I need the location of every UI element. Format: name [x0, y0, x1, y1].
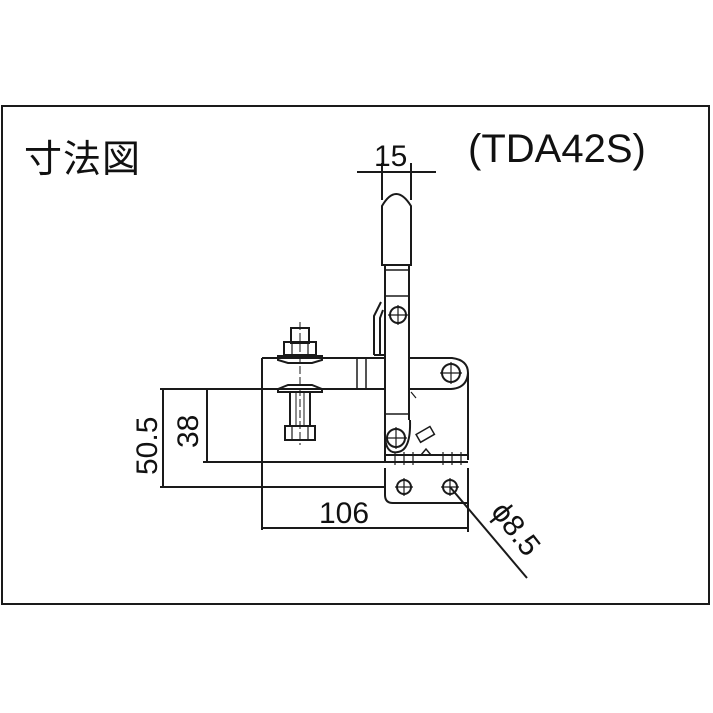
model-number: (TDA42S) — [468, 127, 646, 171]
dimension-heights: 50.5 38 — [131, 388, 385, 488]
dimension-label-38: 38 — [172, 415, 205, 448]
clamp-arm — [250, 357, 470, 530]
spindle-bolt — [277, 322, 323, 445]
drawing-frame — [1, 105, 710, 605]
base-plate — [384, 425, 469, 504]
dimension-label-50-5: 50.5 — [131, 417, 164, 475]
dimension-handle-width: 15 — [357, 140, 436, 200]
dimension-label-15: 15 — [374, 140, 407, 173]
handle — [373, 193, 412, 455]
dimension-label-diameter: ϕ8.5 — [484, 496, 546, 562]
dimension-hole-diameter: ϕ8.5 — [449, 486, 547, 579]
drawing-title: 寸法図 — [24, 137, 142, 181]
dimension-label-106: 106 — [319, 497, 369, 530]
